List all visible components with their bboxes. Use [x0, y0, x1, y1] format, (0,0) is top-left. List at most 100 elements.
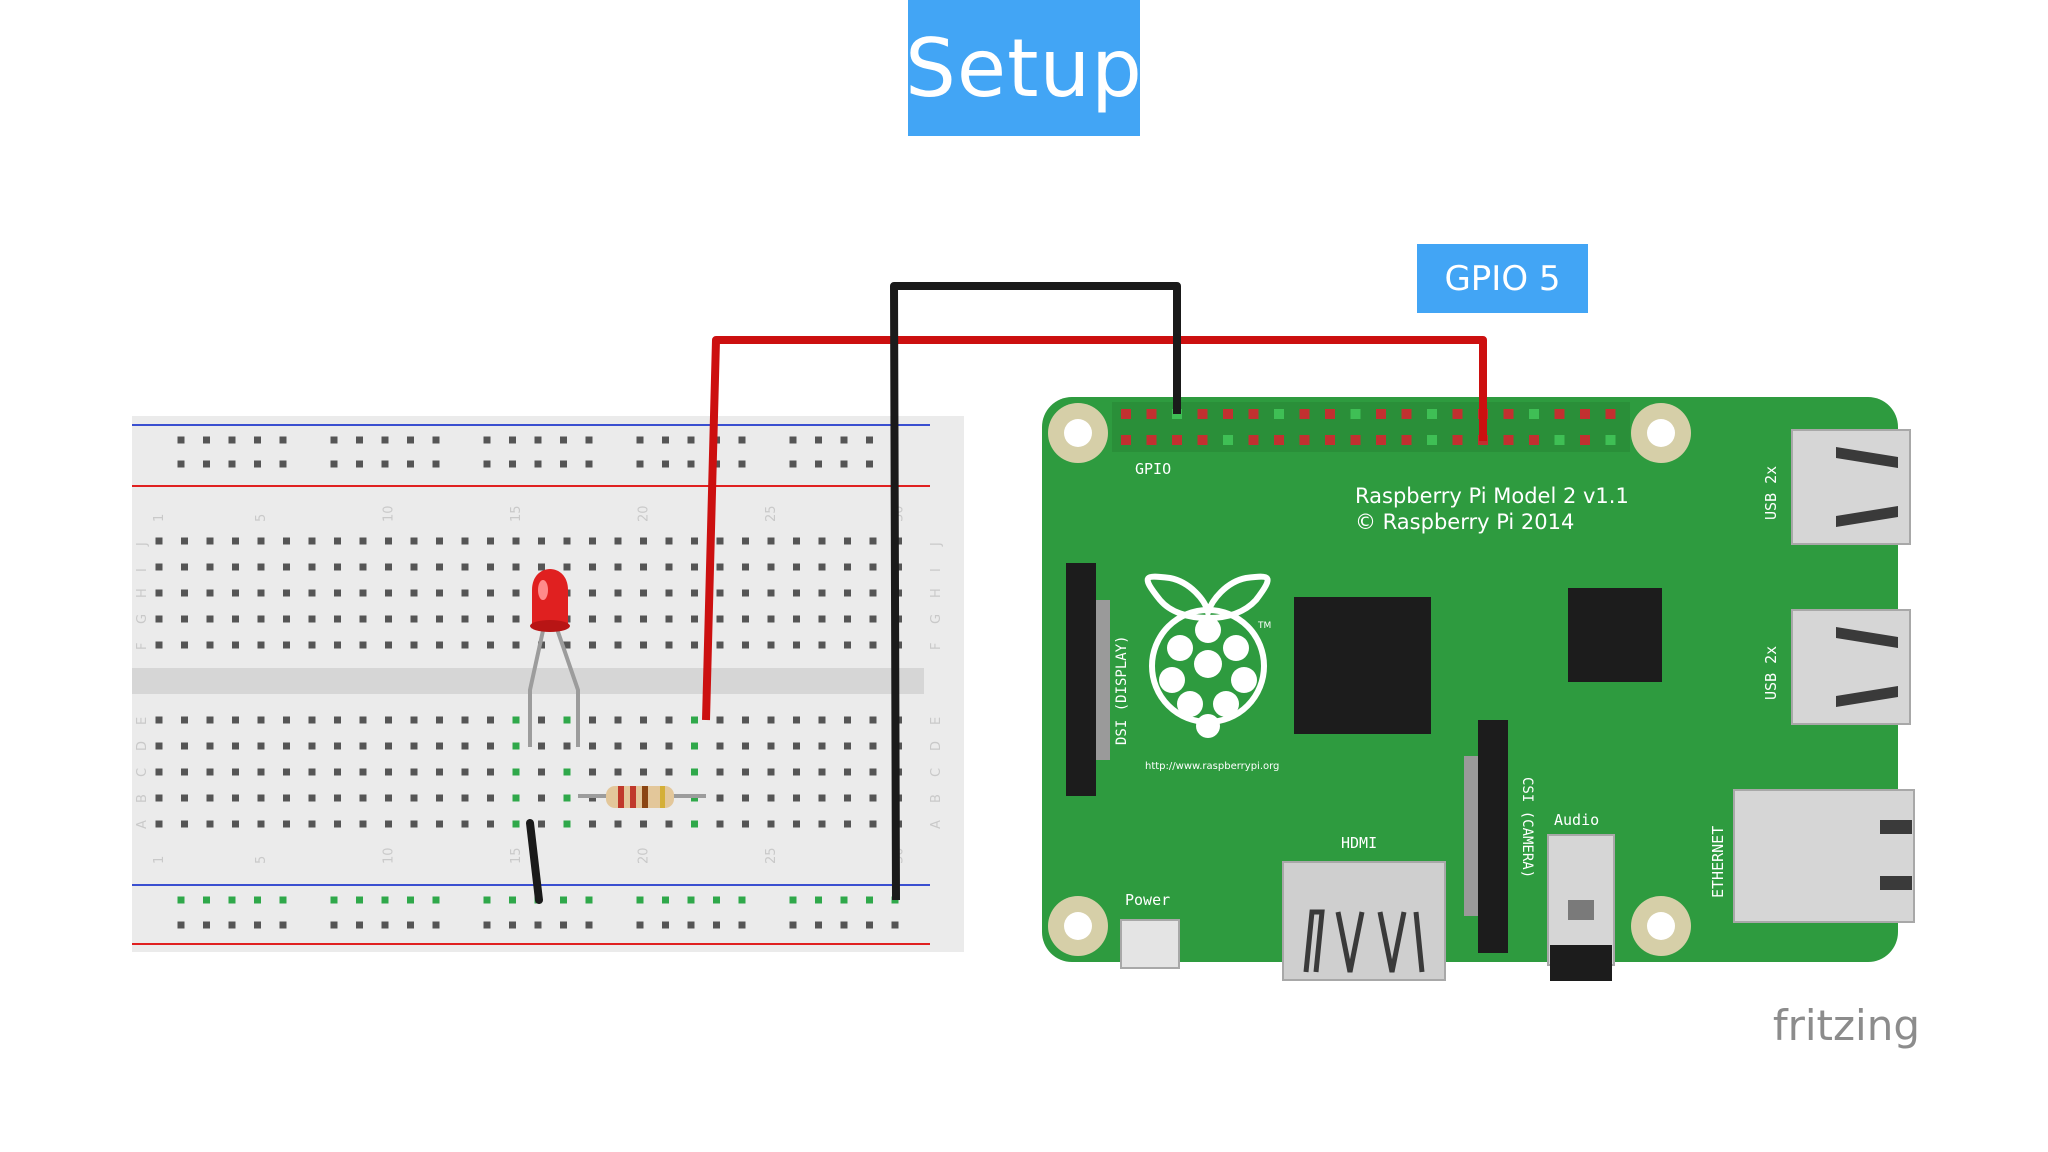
breadboard-hole — [385, 589, 392, 597]
breadboard-hole — [844, 589, 851, 597]
column-number: 25 — [764, 847, 779, 864]
breadboard-hole — [155, 820, 163, 828]
breadboard-hole — [487, 641, 494, 649]
breadboard-hole — [716, 742, 724, 750]
breadboard-hole — [818, 716, 826, 724]
row-letter: C — [929, 768, 944, 777]
breadboard-hole — [461, 615, 469, 623]
breadboard-hole — [359, 768, 367, 776]
breadboard-hole — [436, 742, 443, 750]
column-number: 20 — [637, 505, 652, 522]
gpio-pin — [1299, 409, 1310, 419]
breadboard-hole — [538, 820, 545, 828]
pi-url: http://www.raspberrypi.org — [1145, 761, 1279, 772]
breadboard-hole — [334, 615, 341, 623]
breadboard-hole — [793, 768, 800, 776]
breadboard-hole — [512, 820, 520, 828]
breadboard-hole — [716, 589, 724, 597]
gpio-pin — [1350, 435, 1361, 445]
breadboard-hole — [385, 716, 392, 724]
gpio-pin — [1503, 409, 1514, 419]
gpio-pin — [1248, 435, 1259, 445]
breadboard-hole — [818, 742, 826, 750]
breadboard-hole — [866, 460, 873, 468]
breadboard-hole — [410, 820, 418, 828]
breadboard-hole — [385, 641, 392, 649]
gpio-pin — [1554, 409, 1565, 419]
breadboard-hole — [381, 460, 389, 468]
breadboard-hole — [334, 641, 341, 649]
dsi-label: DSI (DISPLAY) — [1114, 635, 1130, 745]
breadboard-hole — [334, 768, 341, 776]
breadboard-hole — [818, 615, 826, 623]
audio-jack-hole — [1568, 900, 1594, 920]
breadboard-hole — [155, 742, 163, 750]
breadboard-hole — [155, 768, 163, 776]
breadboard-hole — [691, 820, 698, 828]
breadboard-hole — [869, 716, 877, 724]
breadboard-hole — [483, 896, 491, 904]
usb-port-1-shape — [1836, 447, 1898, 527]
breadboard-hole — [232, 641, 239, 649]
breadboard-hole — [665, 641, 673, 649]
breadboard-hole — [283, 716, 290, 724]
gpio-pin — [1274, 435, 1284, 445]
breadboard-hole — [538, 742, 545, 750]
breadboard-hole — [232, 589, 239, 597]
breadboard-hole — [614, 641, 622, 649]
breadboard-hole — [691, 641, 698, 649]
usb-label-1: USB 2x — [1762, 466, 1780, 520]
gpio-pin — [1580, 409, 1590, 419]
column-number: 15 — [509, 847, 524, 864]
breadboard-hole — [283, 641, 290, 649]
breadboard-hole — [359, 820, 367, 828]
gpio-pin — [1325, 435, 1335, 445]
breadboard-hole — [512, 794, 520, 802]
gpio-pin — [1223, 409, 1233, 419]
breadboard-hole — [691, 768, 698, 776]
led-component — [528, 569, 580, 747]
breadboard-hole — [869, 768, 877, 776]
breadboard-hole — [257, 794, 265, 802]
breadboard-hole — [279, 896, 287, 904]
row-letter: I — [929, 568, 944, 572]
breadboard-hole — [716, 641, 724, 649]
breadboard-hole — [767, 716, 775, 724]
breadboard-hole — [512, 742, 520, 750]
breadboard-hole — [283, 742, 290, 750]
breadboard-hole — [585, 921, 593, 929]
breadboard-hole — [257, 615, 265, 623]
breadboard-hole — [330, 460, 338, 468]
breadboard-hole — [410, 537, 418, 545]
breadboard-hole — [534, 460, 542, 468]
breadboard-hole — [665, 537, 673, 545]
breadboard-hole — [407, 436, 414, 444]
ethernet-port — [1733, 789, 1915, 923]
gpio-pin — [1350, 409, 1361, 419]
breadboard-hole — [257, 563, 265, 571]
breadboard-hole — [257, 742, 265, 750]
breadboard-hole — [818, 563, 826, 571]
row-letter: C — [135, 768, 150, 777]
breadboard-hole — [232, 794, 239, 802]
breadboard-hole — [563, 716, 571, 724]
breadboard-hole — [585, 896, 593, 904]
breadboard-hole — [436, 716, 443, 724]
breadboard-hole — [844, 794, 851, 802]
breadboard-hole — [589, 742, 596, 750]
breadboard-hole — [487, 563, 494, 571]
breadboard-hole — [228, 460, 236, 468]
gpio-pin — [1146, 409, 1157, 419]
breadboard-hole — [155, 537, 163, 545]
breadboard-hole — [742, 537, 749, 545]
breadboard-hole — [359, 716, 367, 724]
breadboard-hole — [738, 896, 746, 904]
breadboard-hole — [818, 820, 826, 828]
ground-jumper-wire — [526, 819, 543, 904]
led-highlight — [538, 580, 548, 600]
row-letter: B — [929, 794, 944, 803]
breadboard-hole — [509, 921, 516, 929]
breadboard-hole — [330, 921, 338, 929]
breadboard-hole — [381, 436, 389, 444]
breadboard-hole — [869, 820, 877, 828]
